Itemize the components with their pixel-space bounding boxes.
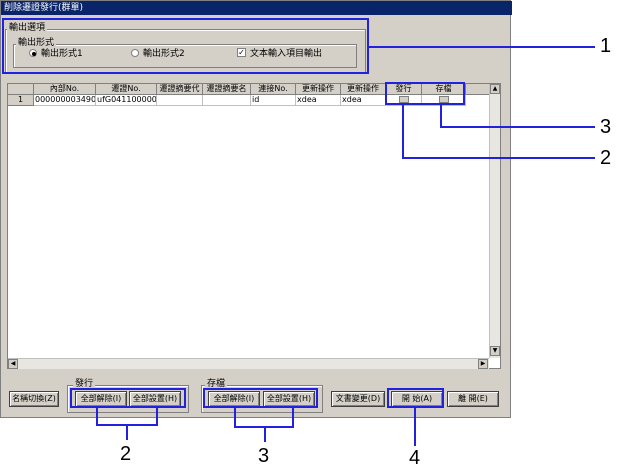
scroll-down-icon[interactable]: ▼ [490,346,500,356]
issue-group-label: 發行 [73,379,96,389]
callout-line-2a-h [402,157,595,159]
format2-radio[interactable] [131,49,139,57]
row-index[interactable]: 1 [8,95,34,106]
highlight-save-buttons [203,388,318,408]
dialog-window: 削除遷證發行(群單) 輸出選項 輸出形式 輸出形式1 輸出形式2 ✓ 文本輸入項… [0,0,512,418]
save-checkbox[interactable] [439,96,449,103]
cell-issue[interactable] [386,95,422,106]
cell-link-no[interactable]: id [251,95,296,106]
title-bar: 削除遷證發行(群單) [1,1,512,15]
highlight-issue-buttons [70,388,186,408]
cell-summary-code[interactable] [157,95,203,106]
issue-button-group [67,385,189,413]
callout-line-1 [369,46,595,48]
callout-number-3a: 3 [600,116,612,138]
cell-update-op-1[interactable]: xdea [296,95,341,106]
callout-number-1: 1 [600,35,612,57]
col-header-internal-no[interactable]: 內部No. [34,84,96,95]
highlight-issue-save-columns [385,82,465,105]
callout-number-4: 4 [409,447,421,469]
output-format-label: 輸出形式 [16,38,57,48]
callout-line-3b-stem [264,426,266,442]
output-options-label: 輸出選項 [7,23,48,33]
callout-line-2a-v [402,105,404,158]
format2-label[interactable]: 輸出形式2 [143,49,185,59]
callout-line-4-stem [414,408,416,446]
text-input-label[interactable]: 文本輸入項目輸出 [250,49,323,59]
scroll-right-icon[interactable]: ▶ [478,359,488,369]
col-header-update-op-2[interactable]: 更新操作 [341,84,386,95]
callout-line-3a-h [440,126,595,128]
cell-internal-no[interactable]: 000000003490 [34,95,96,106]
save-group-label: 存檔 [205,379,228,389]
callout-number-2a: 2 [600,147,612,169]
callout-line-2b-left [96,408,98,426]
row-header-corner [8,84,34,95]
callout-line-3b-right [292,408,294,428]
cell-update-op-2[interactable]: xdea [341,95,386,106]
callout-line-2b-right [156,408,158,426]
callout-line-3a-v [440,105,442,127]
scroll-up-icon[interactable]: ▲ [490,84,500,94]
text-input-checkbox[interactable]: ✓ [237,48,246,57]
horizontal-scrollbar[interactable]: ◀ ▶ [8,358,489,369]
cell-save[interactable] [422,95,466,106]
highlight-start-button [387,388,444,408]
col-header-summary-code[interactable]: 遷證摘要代 [157,84,203,95]
col-header-filler [466,84,490,95]
callout-number-2b: 2 [120,443,132,465]
output-format-group [13,44,357,68]
col-header-save[interactable]: 存檔 [422,84,466,95]
format1-label[interactable]: 輸出形式1 [41,49,83,59]
window-title: 削除遷證發行(群單) [4,3,84,13]
doc-change-button[interactable]: 文書變更(D) [331,391,385,407]
highlight-output-options [2,18,369,74]
callout-line-2b-stem [126,424,128,440]
format1-radio[interactable] [29,49,37,57]
callout-line-3b-left [234,408,236,428]
name-switch-button[interactable]: 名稱切換(Z) [9,391,59,407]
col-header-voucher-no[interactable]: 遷證No. [96,84,157,95]
cell-voucher-no[interactable]: ufG04110000001 [96,95,157,106]
radio-selected-dot [32,52,36,56]
issue-checkbox[interactable] [399,96,409,103]
col-header-link-no[interactable]: 連接No. [251,84,296,95]
close-button[interactable]: 離 開(E) [447,391,499,407]
scroll-left-icon[interactable]: ◀ [8,359,18,369]
save-button-group [201,385,323,413]
vertical-scrollbar[interactable]: ▲ ▼ [489,84,500,358]
callout-number-3b: 3 [258,445,270,467]
col-header-summary-name[interactable]: 遷證摘要名 [203,84,251,95]
cell-summary-name[interactable] [203,95,251,106]
col-header-issue[interactable]: 發行 [386,84,422,95]
data-grid[interactable]: 內部No. 遷證No. 遷證摘要代 遷證摘要名 連接No. 更新操作 更新操作 … [7,83,501,369]
col-header-update-op-1[interactable]: 更新操作 [296,84,341,95]
